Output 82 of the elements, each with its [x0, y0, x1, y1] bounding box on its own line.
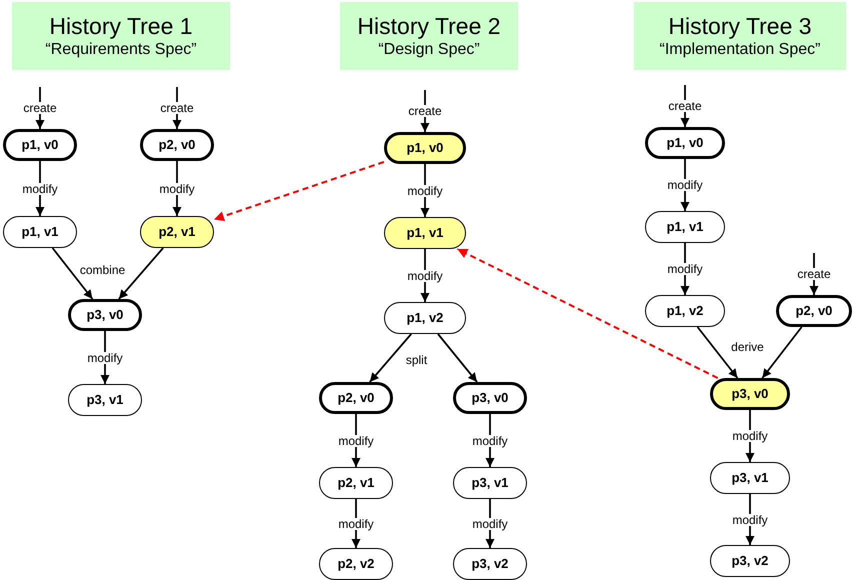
node-label: p3, v2 — [472, 555, 508, 574]
node-label: p1, v1 — [22, 223, 58, 242]
version-node — [453, 548, 527, 580]
version-node — [710, 378, 790, 410]
node-label: p1, v2 — [406, 309, 444, 328]
tree-header — [12, 2, 230, 70]
node-label: p1, v2 — [666, 302, 704, 320]
version-node — [645, 127, 725, 159]
version-node — [140, 129, 214, 161]
node-label: p1, v0 — [666, 134, 704, 152]
arrow — [762, 326, 802, 379]
edge-label: create — [795, 268, 833, 280]
node-label: p2, v2 — [338, 555, 374, 574]
node-label: p1, v1 — [406, 224, 444, 242]
version-node — [710, 545, 790, 577]
version-node — [3, 129, 77, 161]
tree-subtitle: “Design Spec” — [378, 40, 480, 60]
version-node — [140, 216, 214, 248]
node-label: p3, v1 — [86, 391, 124, 410]
arrow — [52, 247, 94, 300]
dashed-arrow — [214, 160, 384, 221]
version-node — [68, 384, 142, 416]
tree-subtitle: “Implementation Spec” — [660, 40, 820, 60]
edge-label: modify — [85, 352, 125, 364]
edge-label: modify — [665, 263, 705, 275]
edge-label: create — [158, 102, 196, 114]
version-node — [645, 295, 725, 327]
edge-label: modify — [665, 179, 705, 191]
version-node — [453, 467, 527, 499]
node-label: p1, v1 — [666, 218, 704, 236]
node-label: p2, v1 — [158, 223, 196, 242]
edge-label: modify — [405, 184, 445, 196]
node-label: p2, v0 — [338, 389, 374, 408]
version-node — [319, 548, 393, 580]
edge-label: combine — [78, 264, 128, 276]
version-node — [384, 132, 466, 164]
version-node — [384, 302, 466, 334]
arrow — [118, 247, 164, 300]
edge-label: modify — [470, 518, 510, 530]
dashed-arrow — [456, 248, 718, 379]
tree-title: History Tree 1 — [49, 12, 193, 40]
node-label: p1, v0 — [22, 136, 58, 154]
tree-header — [340, 2, 518, 70]
node-label: p3, v1 — [732, 469, 768, 488]
version-node — [319, 382, 393, 414]
arrow — [437, 333, 478, 383]
edge-label: modify — [20, 182, 60, 194]
node-label: p2, v1 — [338, 474, 374, 492]
version-node — [776, 295, 852, 327]
edge-label: modify — [730, 514, 770, 526]
version-node — [319, 467, 393, 499]
tree-title: History Tree 3 — [668, 12, 812, 40]
edge-label: modify — [336, 518, 376, 530]
version-node — [384, 217, 466, 249]
node-label: p2, v0 — [158, 136, 196, 154]
edge-label: modify — [470, 434, 510, 446]
edge-label: modify — [405, 270, 445, 282]
node-label: p1, v0 — [406, 139, 444, 158]
edge-label: modify — [336, 434, 376, 446]
edge-label: modify — [730, 430, 770, 442]
arrow — [696, 326, 738, 379]
edge-label: create — [666, 100, 704, 112]
arrow — [369, 333, 412, 383]
node-label: p3, v1 — [472, 474, 508, 492]
edge-label: derive — [729, 340, 766, 352]
node-label: p3, v2 — [732, 552, 768, 570]
edge-label: modify — [157, 182, 197, 194]
version-node — [645, 211, 725, 243]
version-node — [3, 216, 77, 248]
edge-label: create — [406, 105, 444, 117]
tree-subtitle: “Requirements Spec” — [45, 40, 197, 60]
version-node — [68, 299, 142, 331]
node-label: p3, v0 — [732, 385, 768, 404]
edge-label: split — [404, 354, 430, 366]
edge-label: create — [21, 102, 59, 114]
version-node — [453, 382, 527, 414]
node-label: p3, v0 — [86, 306, 124, 324]
tree-header — [634, 2, 846, 70]
version-node — [710, 462, 790, 494]
node-label: p2, v0 — [796, 302, 832, 320]
tree-title: History Tree 2 — [357, 12, 501, 40]
node-label: p3, v0 — [472, 389, 508, 408]
